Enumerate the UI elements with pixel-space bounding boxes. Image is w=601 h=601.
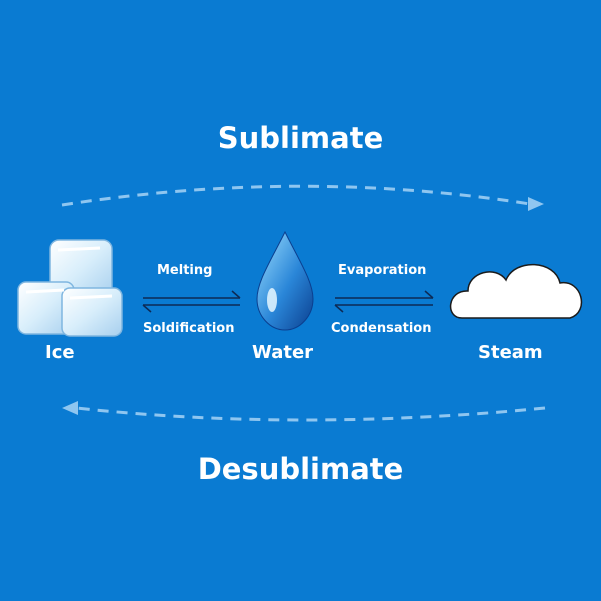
evaporation-label: Evaporation: [338, 263, 427, 278]
water-steam-equilibrium-arrows: [334, 290, 434, 313]
steam-label: Steam: [478, 342, 543, 363]
sublimate-arrow-path: [61, 184, 531, 207]
sublimate-title: Sublimate: [217, 121, 384, 155]
ice-cubes-icon: [17, 239, 123, 337]
condensation-label: Condensation: [331, 321, 432, 336]
sublimate-arrowhead: [528, 197, 544, 211]
desublimate-title: Desublimate: [197, 452, 404, 486]
soldification-label: Soldification: [143, 321, 235, 336]
ice-label: Ice: [45, 342, 75, 363]
desublimate-arrow-path: [75, 406, 546, 422]
ice-water-equilibrium-arrows: [142, 290, 241, 313]
water-label: Water: [252, 342, 314, 363]
melting-label: Melting: [157, 263, 213, 278]
desublimate-arrowhead: [62, 401, 78, 415]
cloud-icon: [449, 263, 583, 319]
water-drop-icon: [256, 230, 314, 331]
